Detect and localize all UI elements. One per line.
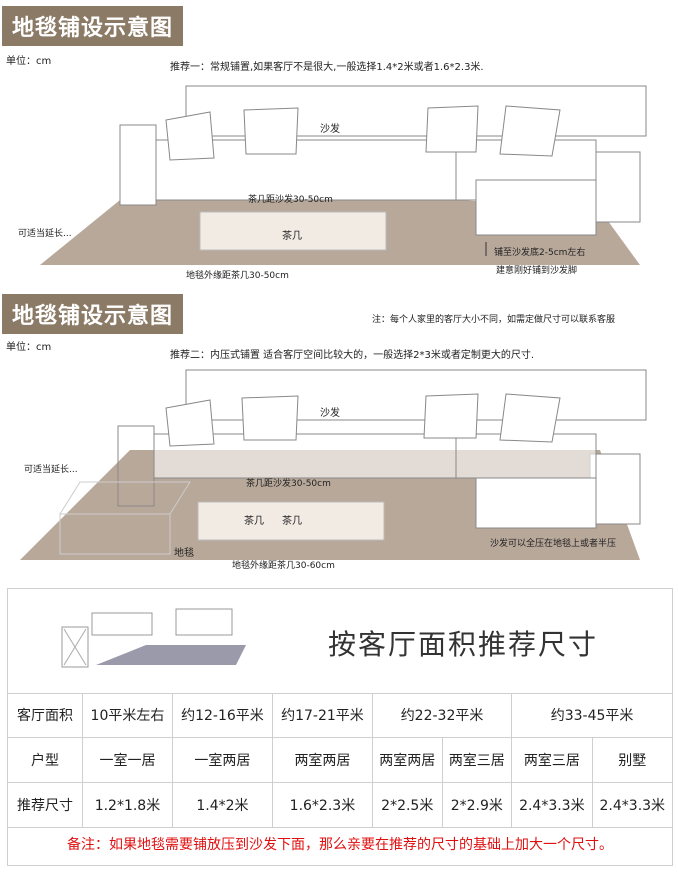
sofa-press-label: 沙发可以全压在地毯上或者半压 [490, 539, 617, 549]
table-cell: 推荐尺寸 [8, 782, 83, 828]
size-table: 客厅面积 10平米左右 约12-16平米 约17-21平米 约22-32平米 约… [8, 693, 672, 828]
table-header: 按客厅面积推荐尺寸 [8, 589, 672, 694]
coffee-table-label: 茶几 [282, 231, 302, 242]
sofa-label: 沙发 [320, 124, 340, 135]
table-cell: 2.4*3.3米 [511, 782, 593, 828]
table-cell: 两室三居 [511, 737, 593, 783]
coffee-table-label: 茶几 [244, 516, 264, 527]
living-room-thumbnail [61, 608, 246, 668]
suggest-label: 建意刚好铺到沙发脚 [496, 266, 578, 276]
table-cell: 约33-45平米 [511, 693, 672, 738]
table-cell: 2*2.5米 [371, 782, 443, 828]
table-distance-label: 茶几距沙发30-50cm [246, 479, 331, 489]
rug-edge-label: 地毯外缘距茶几30-60cm [232, 561, 335, 571]
table-cell: 两室两居 [271, 737, 373, 783]
layout-diagram-2: 地毯铺设示意图 注：每个人家里的客厅大小不同，如需定做尺寸可以联系客服 单位：c… [0, 290, 678, 580]
table-row: 客厅面积 10平米左右 约12-16平米 约17-21平米 约22-32平米 约… [8, 693, 672, 738]
sofa-label: 沙发 [320, 408, 340, 419]
recommendation-text: 推荐二：内压式铺置 适合客厅空间比较大的，一般选择2*3米或者定制更大的尺寸. [170, 350, 535, 361]
coffee-table-shape [199, 211, 387, 251]
table-footnote: 备注：如果地毯需要铺放压到沙发下面，那么亲要在推荐的尺寸的基础上加大一个尺寸。 [67, 837, 613, 853]
table-distance-label: 茶几距沙发30-50cm [248, 195, 333, 205]
layout-diagram-1: 地毯铺设示意图 单位：cm 推荐一：常规铺置,如果客厅不是很大,一般选择1.4*… [0, 0, 678, 290]
sofa-rug-illustration [20, 369, 647, 560]
rug-edge-label: 地毯外缘距茶几30-50cm [186, 271, 289, 281]
table-cell: 2*2.9米 [441, 782, 513, 828]
unit-label: 单位：cm [6, 342, 52, 353]
sofa-rug-illustration [40, 85, 647, 265]
table-row: 推荐尺寸 1.2*1.8米 1.4*2米 1.6*2.3米 2*2.5米 2*2… [8, 782, 672, 828]
table-row: 户型 一室一居 一室两居 两室两居 两室两居 两室三居 两室三居 别墅 [8, 737, 672, 783]
table-cell: 客厅面积 [8, 693, 83, 738]
extend-label: 可适当延长... [24, 465, 78, 475]
under-sofa-label: 铺至沙发底2-5cm左右 [494, 248, 586, 258]
table-cell: 别墅 [591, 737, 672, 783]
table-cell: 两室两居 [371, 737, 443, 783]
diagram-title-badge: 地毯铺设示意图 [2, 294, 184, 334]
table-cell: 1.4*2米 [171, 782, 273, 828]
table-cell: 1.6*2.3米 [271, 782, 373, 828]
table-cell: 约12-16平米 [171, 693, 273, 738]
table-cell: 1.2*1.8米 [82, 782, 173, 828]
extend-label: 可适当延长... [18, 229, 72, 239]
recommendation-text: 推荐一：常规铺置,如果客厅不是很大,一般选择1.4*2米或者1.6*2.3米. [170, 62, 484, 73]
customization-note: 注：每个人家里的客厅大小不同，如需定做尺寸可以联系客服 [372, 315, 616, 325]
coffee-table-shape [197, 501, 385, 541]
coffee-table-label-2: 茶几 [282, 516, 302, 527]
unit-label: 单位：cm [6, 56, 52, 67]
size-recommendation-table: 按客厅面积推荐尺寸 客厅面积 10平米左右 约12-16平米 约17-21平米 … [7, 588, 673, 866]
table-cell: 2.4*3.3米 [591, 782, 672, 828]
table-cell: 约17-21平米 [271, 693, 373, 738]
table-cell: 一室一居 [82, 737, 173, 783]
table-cell: 一室两居 [171, 737, 273, 783]
table-cell: 10平米左右 [82, 693, 173, 738]
table-cell: 户型 [8, 737, 83, 783]
rug-label: 地毯 [174, 548, 194, 559]
table-cell: 两室三居 [441, 737, 513, 783]
table-title: 按客厅面积推荐尺寸 [328, 628, 599, 661]
table-cell: 约22-32平米 [371, 693, 513, 738]
diagram-title-badge: 地毯铺设示意图 [2, 6, 184, 46]
